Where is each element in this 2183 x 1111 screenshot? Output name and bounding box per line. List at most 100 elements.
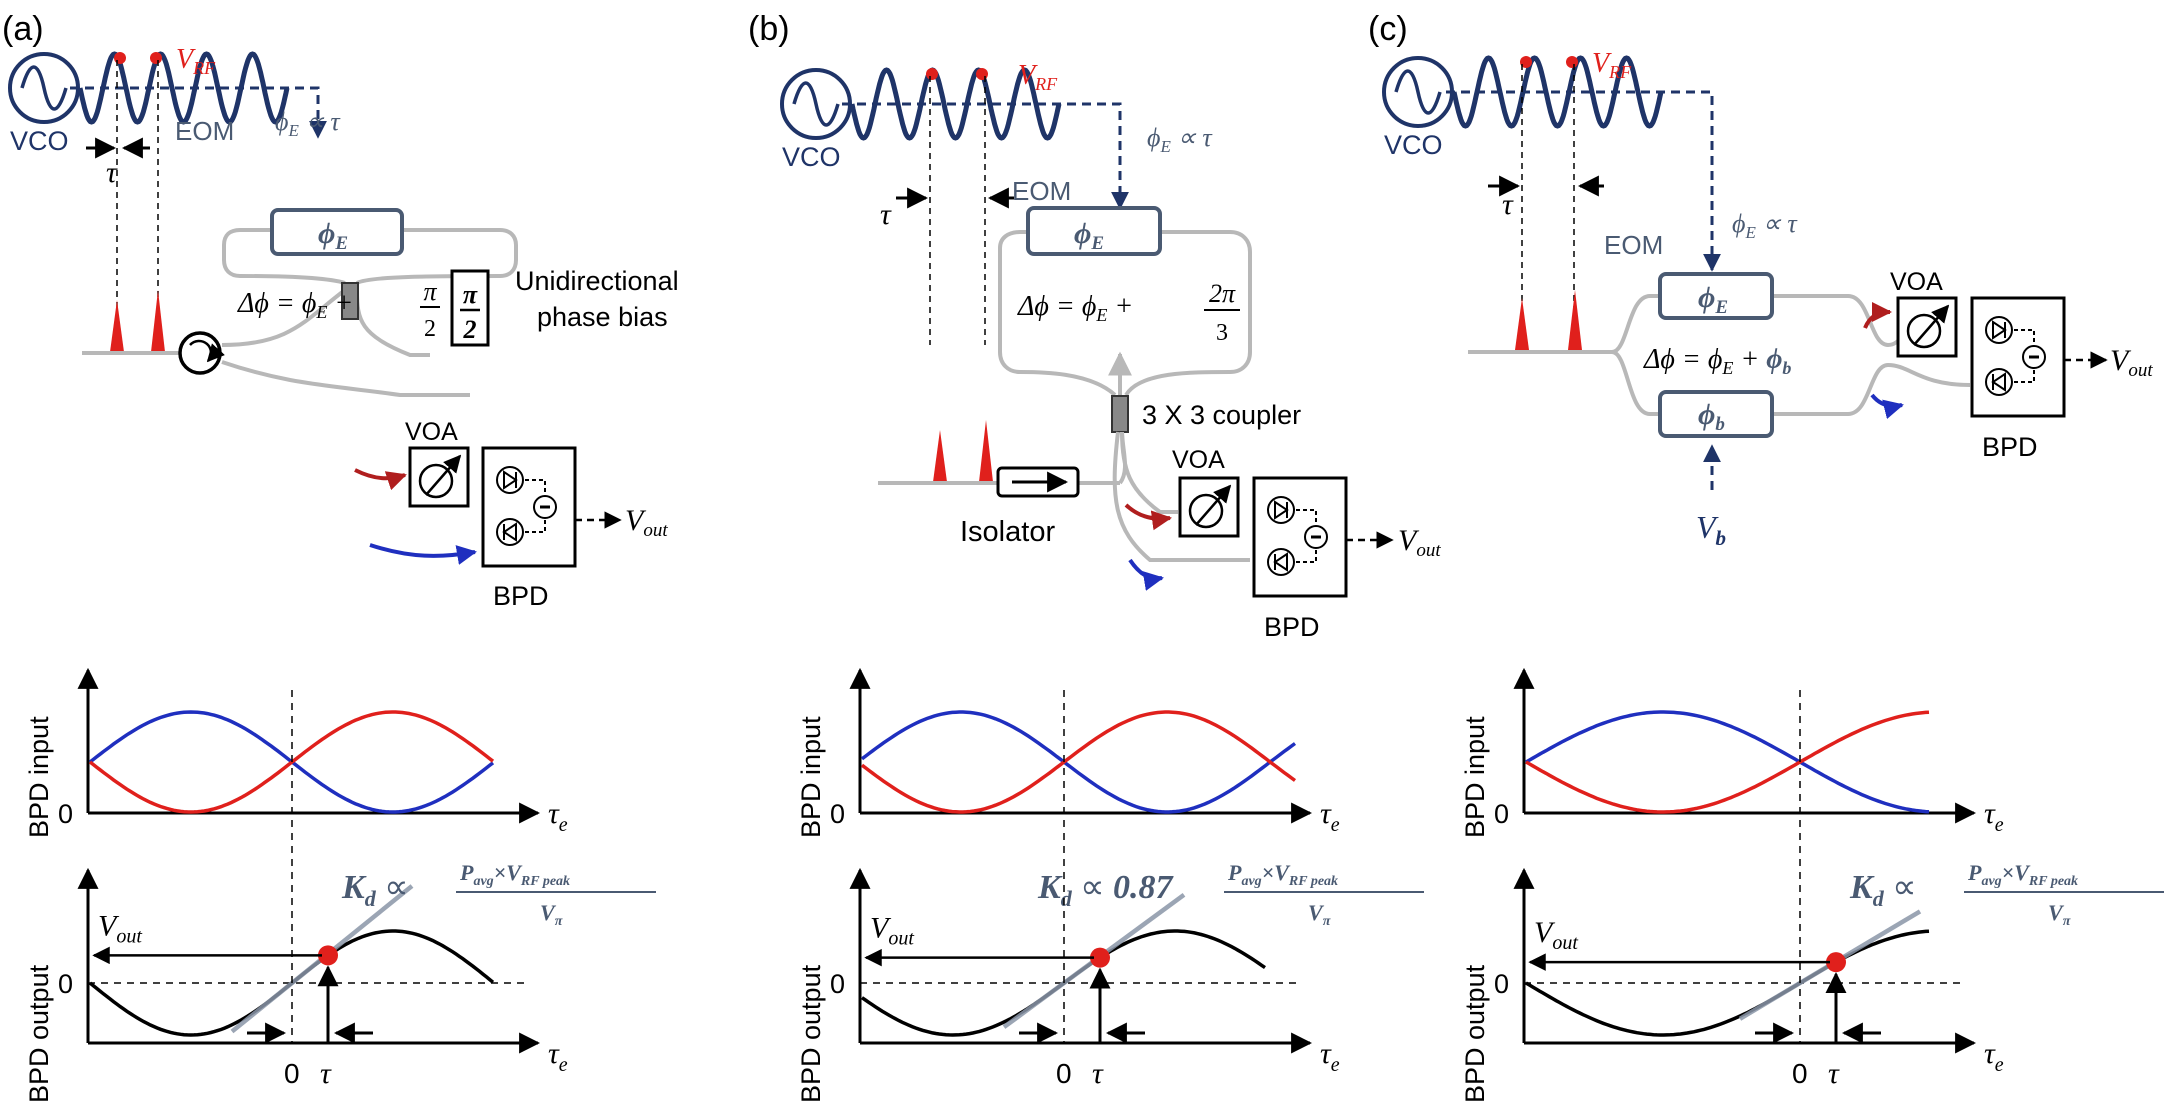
voa-label: VOA: [405, 418, 458, 446]
bpd-box: [481, 446, 577, 568]
panel-c: (c) VCO VRF ϕE ∝ τ EOM τ ϕE ϕb Vb Δϕ = ϕ…: [1368, 10, 2153, 550]
panel-b-tag: (b): [748, 10, 790, 48]
blue-signal-arrow: [1870, 393, 1904, 420]
voa-dial: [1906, 313, 1942, 349]
sine-icon: [1394, 69, 1442, 115]
red-signal-arrow: [1124, 503, 1172, 531]
rf-sample-dot: [976, 68, 988, 80]
optical-pulse: [1568, 290, 1582, 350]
phase-equation: Δϕ = ϕE +: [237, 288, 353, 322]
x-tick-tau: τ: [1828, 1057, 1840, 1090]
kd-denominator: Vπ: [540, 900, 563, 929]
output-x-label: τe: [1984, 1037, 2004, 1076]
eom-box: [270, 208, 404, 256]
output-x-label-sub: e: [1995, 1054, 2004, 1076]
voa-dial: [1188, 493, 1224, 529]
bpd-box: [1252, 476, 1348, 598]
bpd-label: BPD: [493, 581, 549, 611]
input-zero-label: 0: [830, 799, 845, 829]
blue-signal-arrow: [369, 543, 477, 565]
panel-a-tag: (a): [2, 10, 44, 48]
tau-label: τ: [1502, 188, 1514, 221]
blue-signal-arrow: [1128, 558, 1164, 591]
kd-denominator: Vπ: [2048, 900, 2071, 929]
voa-label: VOA: [1890, 268, 1943, 296]
kd-prop: ∝: [1072, 869, 1113, 906]
input-series-red: [88, 710, 495, 814]
operating-point: [1090, 947, 1110, 968]
kd-num-sub2: RF peak: [520, 874, 570, 889]
eom-phase-label: ϕE: [318, 217, 348, 254]
x-tick-zero: 0: [284, 1058, 300, 1089]
rf-drive-line: [842, 102, 1129, 210]
output-x-label-sub: e: [1331, 1054, 1340, 1076]
rf-drive-line: [70, 86, 327, 139]
kd-den-sub: π: [2063, 914, 2071, 929]
bpd-box: [1970, 296, 2066, 418]
input-x-label: τe: [548, 797, 568, 836]
kd-num-sub: avg: [1981, 874, 2001, 889]
optical-pulse: [151, 290, 165, 352]
rf-sample-dot: [926, 68, 938, 80]
kd-numerator: Pavg×VRF peak: [459, 860, 570, 889]
optical-pulse: [933, 430, 947, 482]
kd-formula: Kd ∝: [341, 869, 408, 911]
eom-box: [1026, 206, 1162, 256]
circulator-icon: [178, 331, 222, 375]
sine-icon: [792, 81, 840, 127]
rf-waveform: [1451, 55, 1664, 129]
isolator-label: Isolator: [960, 516, 1055, 548]
vout-label: Vout: [625, 504, 668, 541]
phiE-prop-label: ϕE ∝ τ: [1732, 209, 1798, 242]
red-signal-arrow: [354, 468, 407, 491]
frac-numerator: 2π: [1209, 279, 1236, 308]
vout-plot-label: Vout: [870, 912, 914, 950]
frac-numerator: π: [423, 277, 437, 306]
vout-plot-label-sub: out: [1552, 932, 1578, 954]
input-series-blue: [860, 710, 1297, 814]
vrf-label: VRF: [176, 44, 216, 78]
rf-sample-dot: [1566, 56, 1578, 68]
output-x-label-sub: e: [559, 1054, 568, 1076]
voa-label: VOA: [1172, 446, 1225, 474]
sine-icon: [20, 65, 68, 111]
phiE-prop-label: ϕE ∝ τ: [1147, 123, 1213, 156]
panel-c-tag: (c): [1368, 10, 1408, 48]
frac-denominator: 3: [1216, 320, 1228, 346]
panel-b: (b) VCO VRF ϕE ∝ τ EOM τ Isolator 3 X 3 …: [748, 10, 1441, 642]
vrf-label: VRF: [1018, 60, 1058, 94]
input-x-label-sub: e: [1331, 814, 1340, 836]
kd-num-mid: ×V: [494, 860, 524, 885]
output-series: [1525, 929, 1930, 1037]
vout-label: Vout: [1398, 524, 1441, 561]
output-x-label: τe: [548, 1037, 568, 1076]
vb-label: Vb: [1696, 509, 1726, 550]
photodiode-icon: [496, 466, 557, 546]
kd-prop: ∝: [1884, 869, 1917, 906]
bpd-label: BPD: [1264, 612, 1320, 642]
coupler-icon: [1111, 395, 1129, 433]
kd-num-sub2: RF peak: [2028, 874, 2078, 889]
vco-label: VCO: [782, 142, 841, 172]
red-signal-arrow: [1863, 302, 1892, 329]
output-y-label: BPD output: [1460, 964, 1490, 1103]
operating-point: [318, 945, 338, 966]
kd-num-mid: ×V: [2002, 860, 2032, 885]
rf-sample-dot: [150, 52, 162, 64]
rf-waveform: [849, 67, 1062, 141]
kd-num-sub2: RF peak: [1288, 874, 1338, 889]
output-y-label: BPD output: [24, 964, 54, 1103]
kd-den-sub: π: [1323, 914, 1331, 929]
kd-prop: ∝: [376, 869, 409, 906]
input-series-red: [1525, 710, 1930, 814]
bias-box: [1658, 390, 1774, 438]
eom-box: [1658, 272, 1774, 320]
output-zero-label: 0: [830, 969, 845, 999]
input-series-red: [860, 710, 1297, 814]
bpd-label: BPD: [1982, 432, 2038, 462]
rf-sample-dot: [1520, 56, 1532, 68]
